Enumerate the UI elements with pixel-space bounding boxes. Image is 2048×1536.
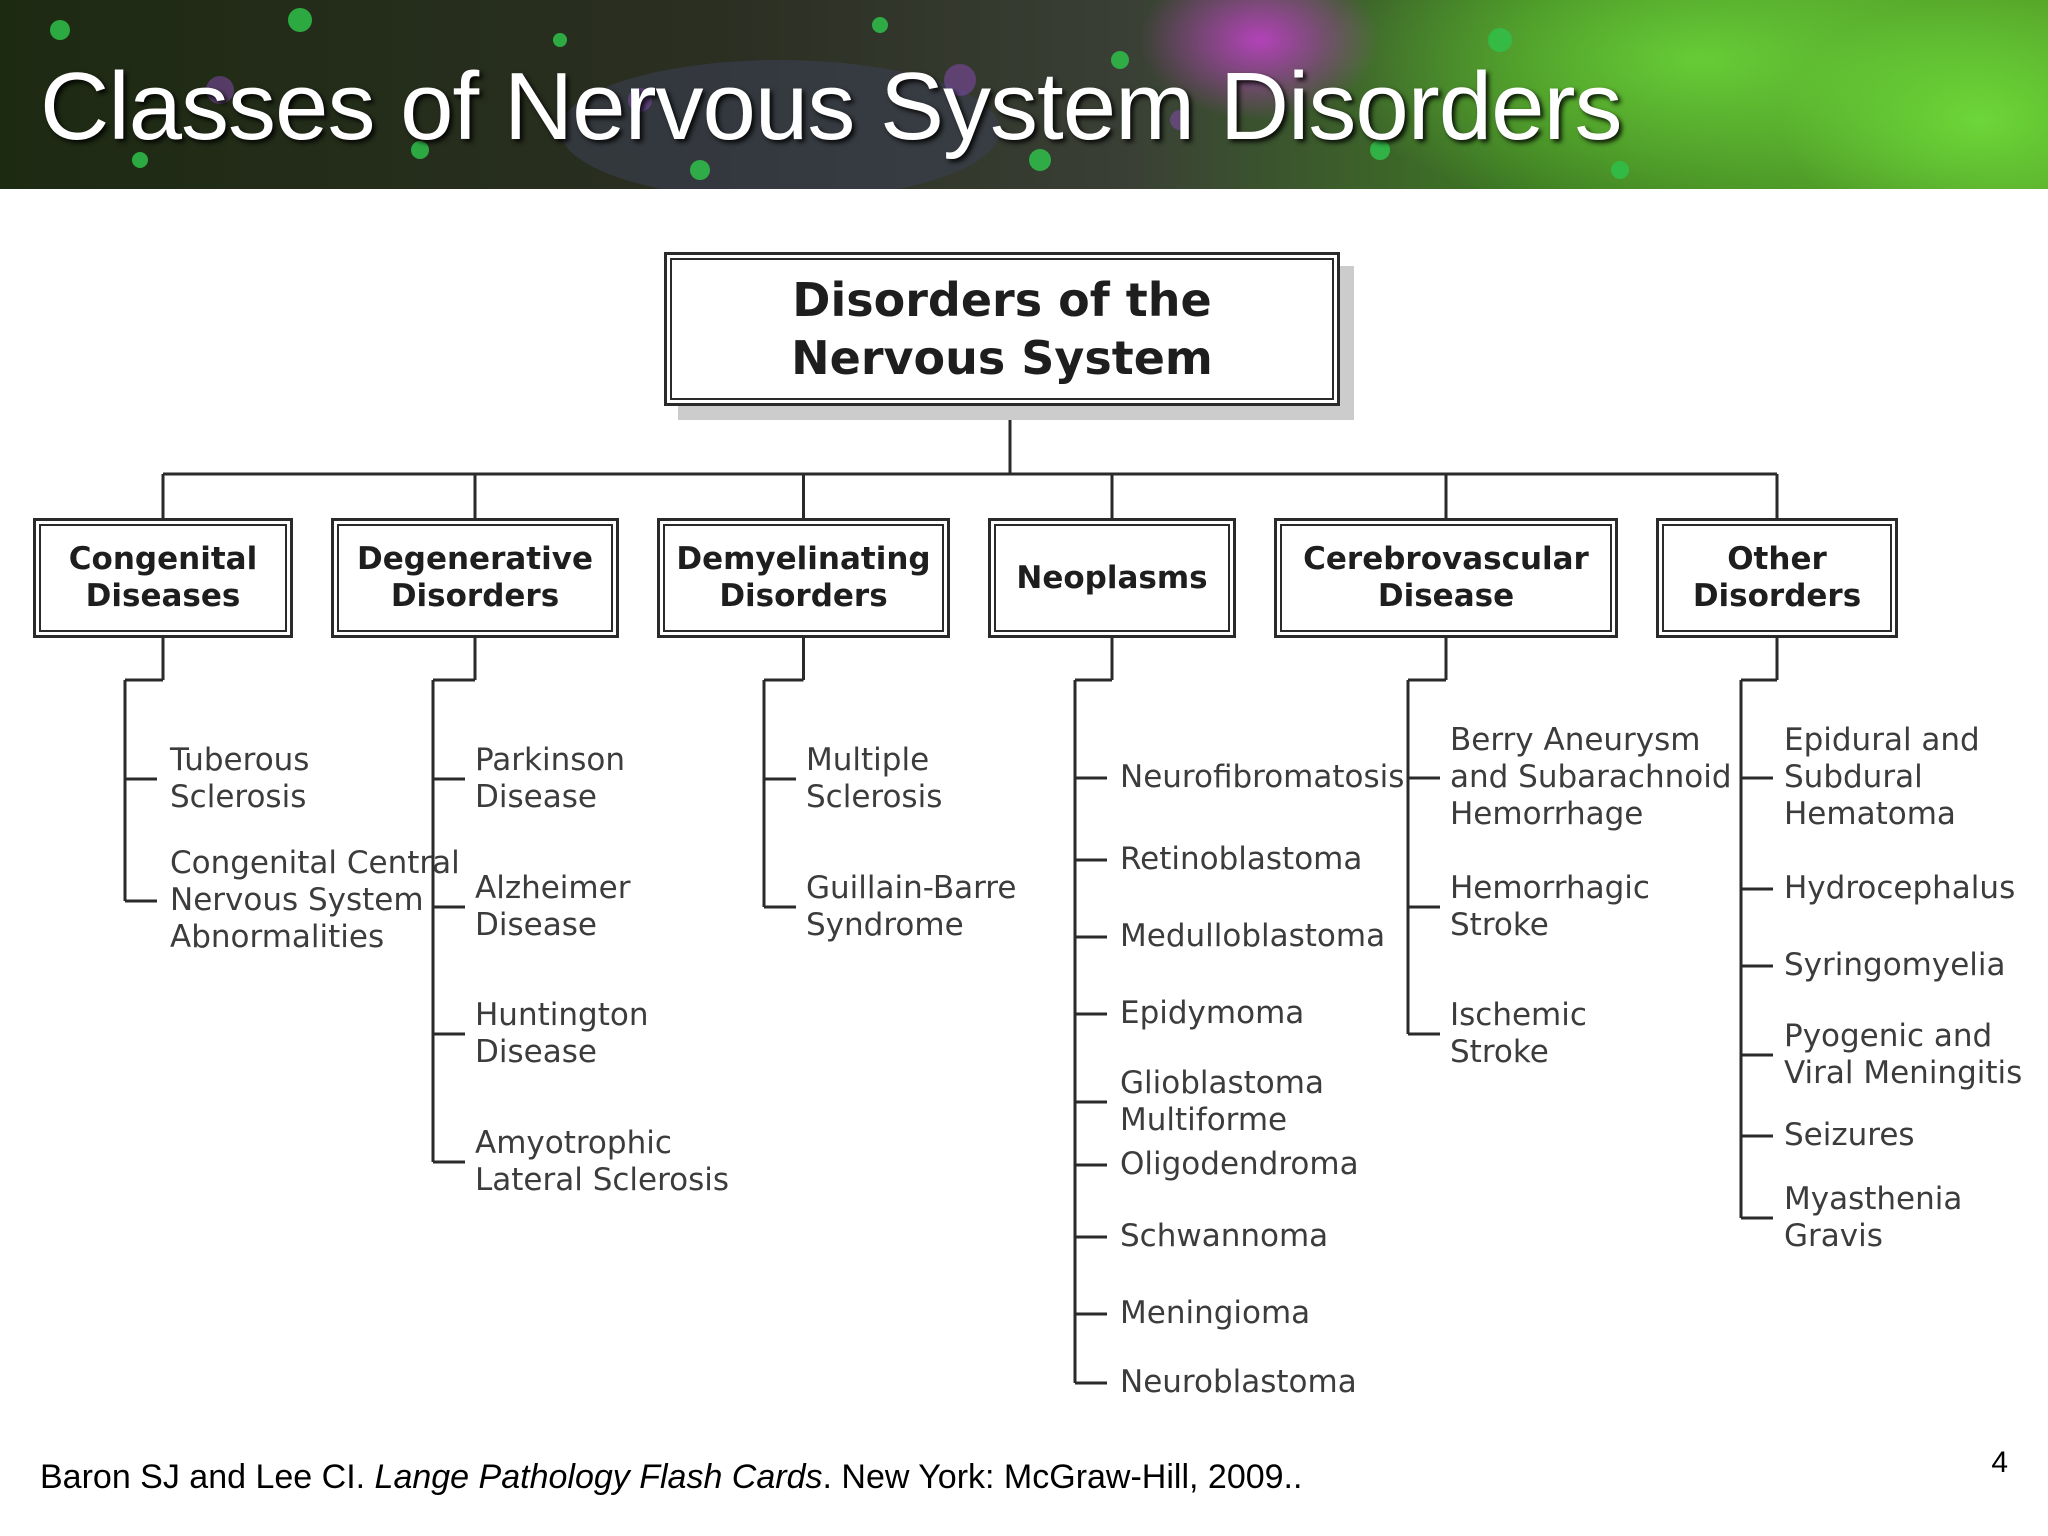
list-item: Schwannoma (1120, 1218, 1329, 1254)
root-node: Disorders of the Nervous System (664, 252, 1340, 406)
list-item: Epidymoma (1120, 995, 1305, 1031)
list-item: Glioblastoma Multiforme (1120, 1065, 1324, 1138)
citation-book-title: Lange Pathology Flash Cards (374, 1458, 823, 1496)
category-node-congenital-diseases: Congenital Diseases (33, 518, 293, 638)
slide-title: Classes of Nervous System Disorders (40, 53, 1622, 160)
list-item: Hydrocephalus (1784, 870, 2016, 906)
title-banner: Classes of Nervous System Disorders (0, 0, 2048, 189)
list-item: Neurofibromatosis (1120, 759, 1405, 795)
list-item: Amyotrophic Lateral Sclerosis (475, 1125, 730, 1198)
list-item: Huntington Disease (475, 997, 649, 1070)
citation-publisher: . New York: McGraw-Hill, 2009.. (822, 1458, 1303, 1496)
list-item: Meningioma (1120, 1295, 1311, 1331)
disorder-hierarchy-diagram: Disorders of the Nervous System Congenit… (0, 189, 2048, 1449)
category-node-cerebrovascular-disease: Cerebrovascular Disease (1274, 518, 1618, 638)
list-item: Syringomyelia (1784, 947, 2006, 983)
list-item: Neuroblastoma (1120, 1364, 1357, 1400)
list-item: Myasthenia Gravis (1784, 1181, 1963, 1254)
category-node-degenerative-disorders: Degenerative Disorders (331, 518, 619, 638)
list-item: Berry Aneurysm and Subarachnoid Hemorrha… (1450, 722, 1732, 832)
list-item: Parkinson Disease (475, 742, 626, 815)
category-label: Congenital Diseases (68, 541, 258, 614)
list-item: Hemorrhagic Stroke (1450, 870, 1650, 943)
list-item: Medulloblastoma (1120, 918, 1386, 954)
citation: Baron SJ and Lee CI. Lange Pathology Fla… (40, 1458, 1302, 1497)
category-node-neoplasms: Neoplasms (988, 518, 1236, 638)
list-item: Tuberous Sclerosis (170, 742, 310, 815)
category-label: Demyelinating Disorders (676, 541, 931, 614)
list-item: Ischemic Stroke (1450, 997, 1587, 1070)
list-item: Guillain-Barre Syndrome (806, 870, 1017, 943)
category-label: Neoplasms (1016, 559, 1208, 596)
category-node-other-disorders: Other Disorders (1656, 518, 1898, 638)
category-label: Degenerative Disorders (357, 541, 593, 614)
list-item: Pyogenic and Viral Meningitis (1784, 1018, 2023, 1091)
list-item: Epidural and Subdural Hematoma (1784, 722, 1980, 832)
list-item: Oligodendroma (1120, 1146, 1359, 1182)
category-node-demyelinating-disorders: Demyelinating Disorders (657, 518, 950, 638)
list-item: Alzheimer Disease (475, 870, 631, 943)
citation-authors: Baron SJ and Lee CI. (40, 1458, 375, 1496)
connector-lines (123, 406, 1779, 1385)
list-item: Seizures (1784, 1117, 1915, 1153)
category-label: Other Disorders (1692, 541, 1862, 614)
list-item: Congenital Central Nervous System Abnorm… (170, 845, 460, 955)
banner-background (0, 0, 2048, 189)
list-item: Retinoblastoma (1120, 841, 1363, 877)
category-label: Cerebrovascular Disease (1303, 541, 1589, 614)
list-item: Multiple Sclerosis (806, 742, 943, 815)
page-number: 4 (1991, 1446, 2008, 1479)
root-node-label: Disorders of the Nervous System (791, 273, 1213, 385)
